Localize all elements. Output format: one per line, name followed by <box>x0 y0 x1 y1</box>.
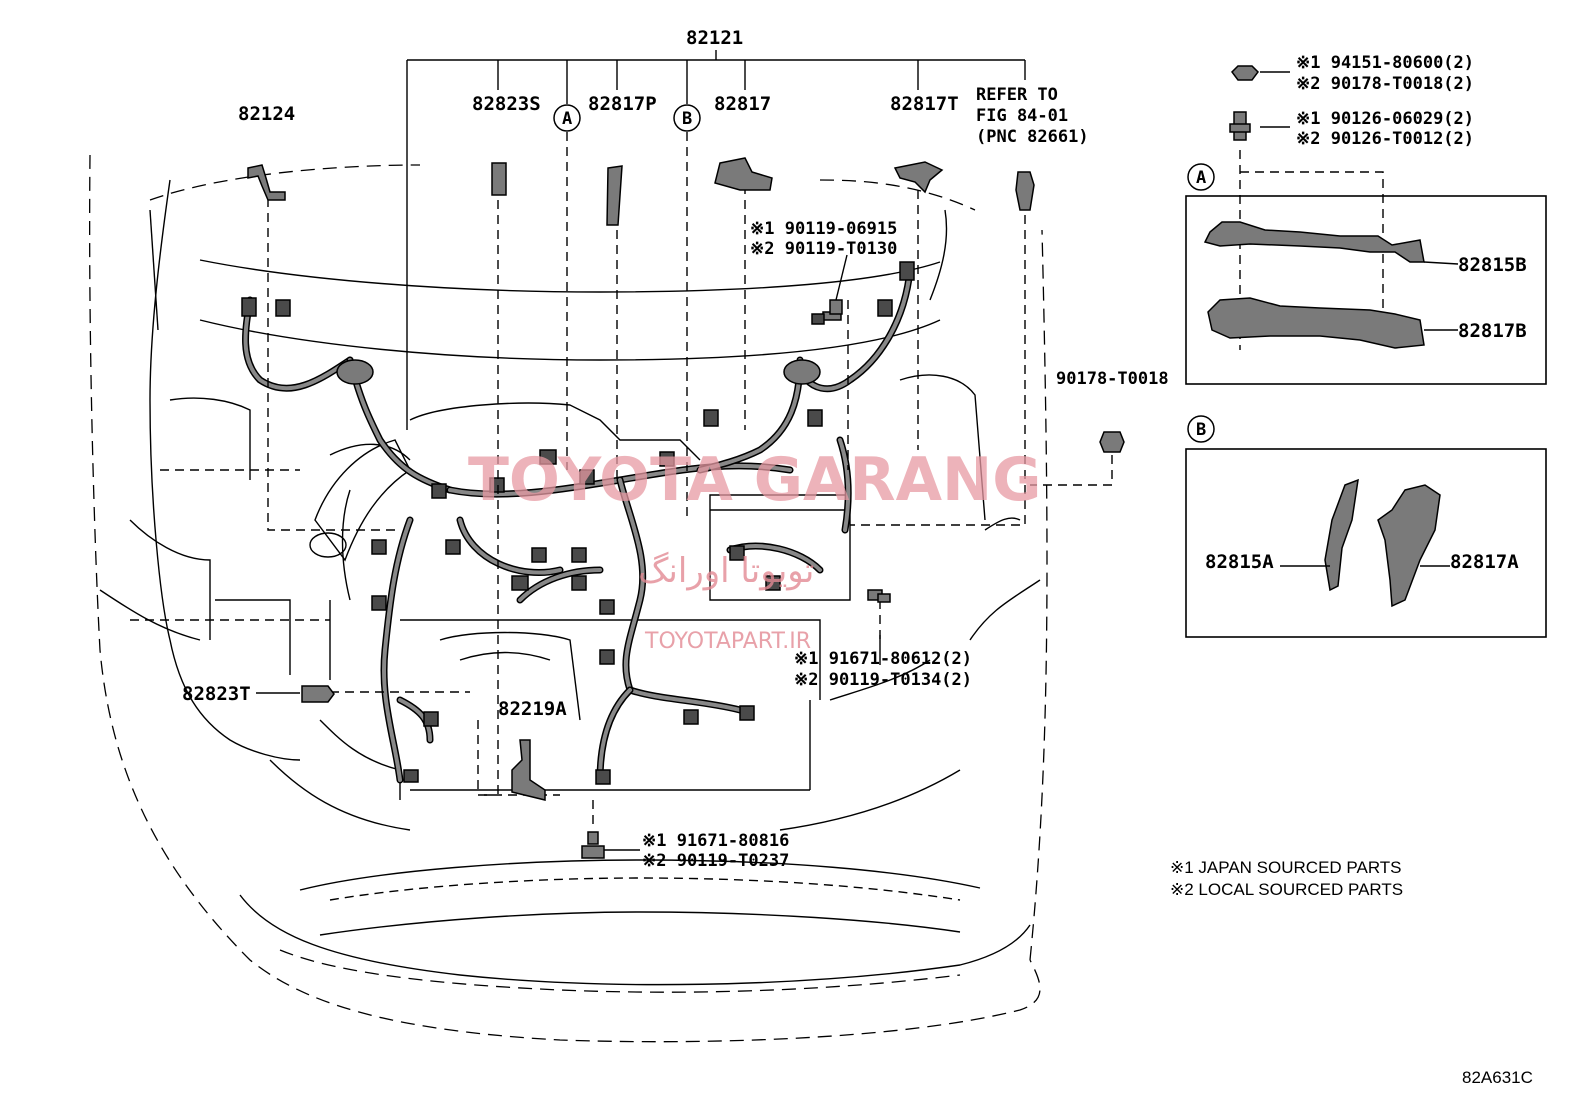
label-82817a: 82817A <box>1450 551 1519 573</box>
part-82661-icon <box>1015 171 1035 211</box>
refer-line-2: FIG 84-01 <box>976 106 1068 126</box>
refer-line-1: REFER TO <box>976 85 1058 105</box>
stud-right-line-1: ※1 90126-06029(2) <box>1296 109 1474 129</box>
part-82823s-icon <box>491 162 507 196</box>
inset-a <box>1185 150 1547 385</box>
vehicle-body-outline <box>89 154 1048 1043</box>
leader-lines <box>256 50 1290 851</box>
label-82124: 82124 <box>238 103 295 125</box>
part-82817a-icon <box>1377 484 1441 608</box>
refer-line-3: (PNC 82661) <box>976 127 1089 147</box>
stud-right-icon <box>1229 111 1251 141</box>
inset-a-title: A <box>1196 168 1206 188</box>
callout-b-label: B <box>682 109 692 129</box>
label-82823s: 82823S <box>472 93 541 115</box>
label-82817t: 82817T <box>890 93 959 115</box>
bolt-bottom-line-1: ※1 91671-80816 <box>642 831 789 851</box>
part-icons <box>247 65 1259 859</box>
bolt-bottom-line-2: ※2 90119-T0237 <box>642 851 789 871</box>
watermark-url: TOYOTAPART.IR <box>644 629 811 654</box>
part-82823t-icon <box>301 685 335 703</box>
label-82817b: 82817B <box>1458 320 1527 342</box>
nut-90178-icon <box>1099 431 1125 453</box>
watermark-arabic: تویوتا اورانگ <box>638 551 814 591</box>
label-82815b: 82815B <box>1458 254 1527 276</box>
part-82817t-icon <box>893 161 944 194</box>
stud-right-line-2: ※2 90126-T0012(2) <box>1296 129 1474 149</box>
part-82219a-icon <box>511 739 546 801</box>
label-82823t: 82823T <box>182 683 251 705</box>
label-90178: 90178-T0018 <box>1056 369 1169 389</box>
label-82219a: 82219A <box>498 698 567 720</box>
part-82815a-icon <box>1324 478 1359 592</box>
bolt-mid-line-2: ※2 90119-T0134(2) <box>794 670 972 690</box>
inset-b-title: B <box>1196 420 1206 440</box>
bolt-mid-line-1: ※1 91671-80612(2) <box>794 649 972 669</box>
callout-circles <box>553 104 1215 443</box>
bolt-top-line-1: ※1 90119-06915 <box>750 219 897 239</box>
figure-code: 82A631C <box>1462 1068 1533 1087</box>
part-82815b-icon <box>1203 221 1425 263</box>
nut-right-icon <box>1231 65 1259 81</box>
legend-local-sourced: ※2 LOCAL SOURCED PARTS <box>1170 880 1403 899</box>
label-82817: 82817 <box>714 93 771 115</box>
bolt-top-line-2: ※2 90119-T0130 <box>750 239 897 259</box>
part-labels: 82121 82124 82823S A 82817P B 82817 8281… <box>182 27 1533 1087</box>
wiring-harness-82121 <box>241 261 915 785</box>
nut-right-line-1: ※1 94151-80600(2) <box>1296 53 1474 73</box>
legend-japan-sourced: ※1 JAPAN SOURCED PARTS <box>1170 858 1402 877</box>
label-82121: 82121 <box>686 27 743 49</box>
part-82817p-icon <box>606 165 623 226</box>
part-82124-icon <box>247 164 286 201</box>
part-82817b-icon <box>1207 297 1425 349</box>
inset-b <box>1185 448 1547 638</box>
label-82815a: 82815A <box>1205 551 1274 573</box>
label-82817p: 82817P <box>588 93 657 115</box>
nut-right-line-2: ※2 90178-T0018(2) <box>1296 74 1474 94</box>
watermark-brand: TOYOTA GARANG <box>468 445 1042 515</box>
bolt-mid-icon <box>867 589 891 603</box>
bolt-bottom-icon <box>581 831 605 859</box>
bolt-top-icon <box>811 299 843 325</box>
part-82817-icon <box>714 157 773 191</box>
callout-a-label: A <box>562 109 572 129</box>
